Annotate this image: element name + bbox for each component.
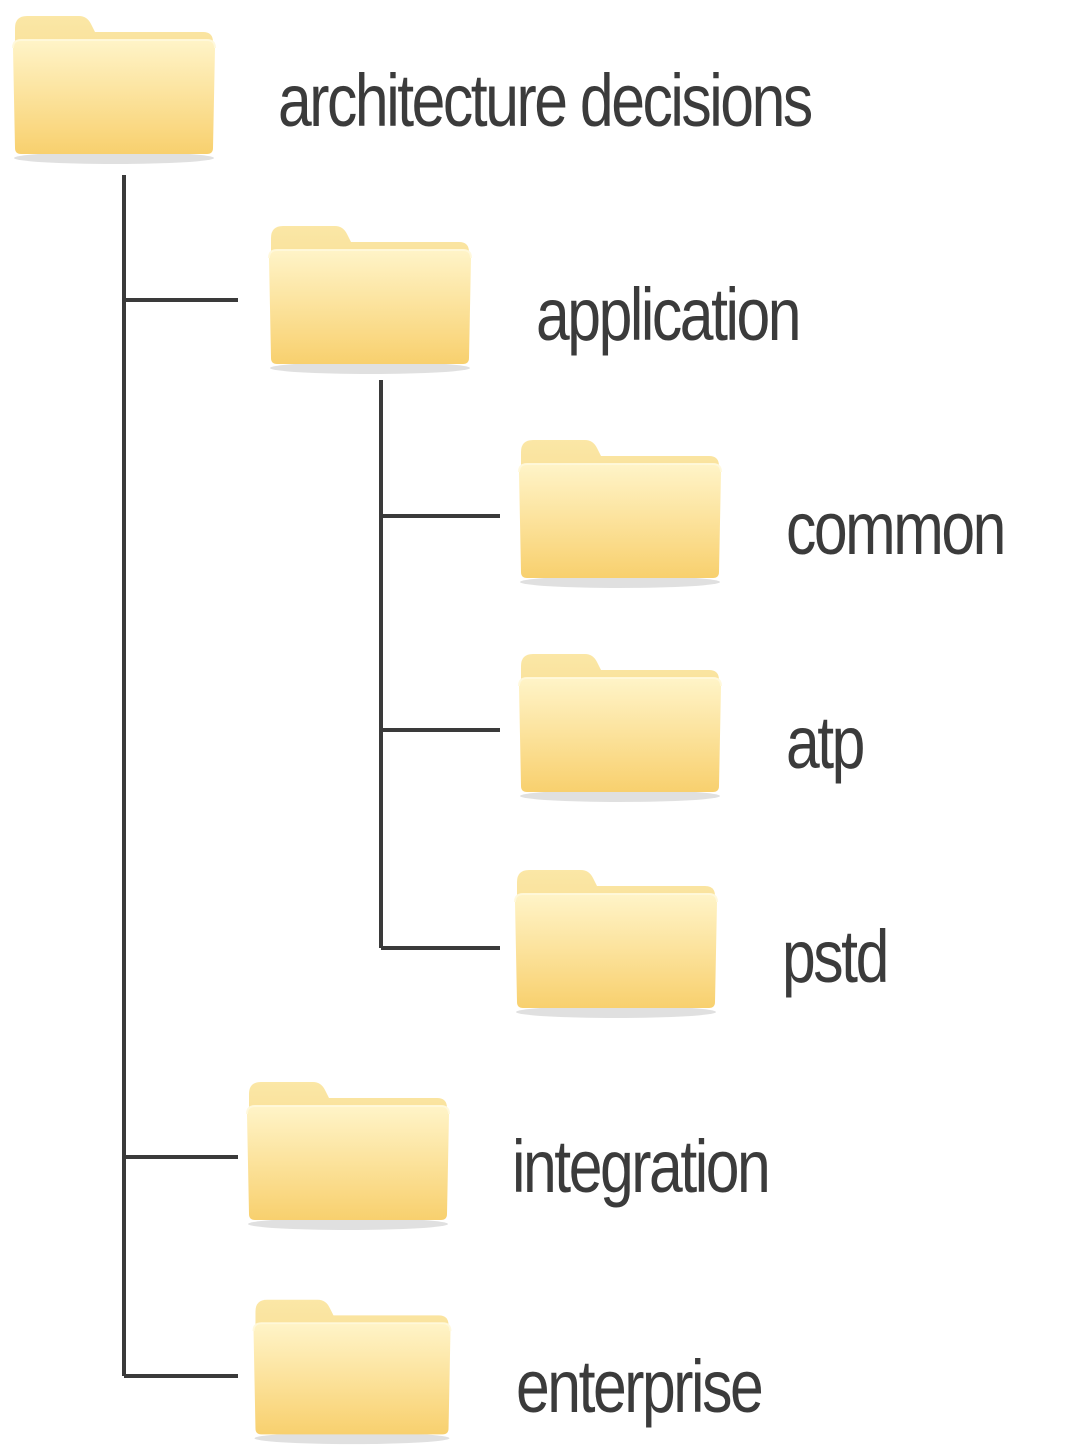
node-label-architecture-decisions: architecture decisions — [278, 59, 813, 142]
folder-icon — [512, 432, 728, 592]
folder-graphic — [252, 1299, 452, 1445]
node-label-common: common — [786, 487, 1006, 570]
folder-icon — [240, 1074, 456, 1234]
folder-graphic — [518, 440, 722, 588]
node-label-application: application — [536, 273, 802, 356]
folder-graphic — [518, 654, 722, 802]
node-label-integration: integration — [512, 1125, 771, 1208]
node-label-enterprise: enterprise — [516, 1345, 764, 1428]
folder-graphic — [514, 870, 718, 1018]
folder-icon — [508, 862, 724, 1022]
folder-icon — [244, 1292, 460, 1448]
folder-icon — [262, 218, 478, 378]
folder-graphic — [246, 1082, 450, 1230]
node-label-pstd: pstd — [782, 915, 889, 998]
folder-graphic — [12, 16, 216, 164]
folder-icon — [8, 8, 220, 168]
folder-graphic — [268, 226, 472, 374]
node-label-atp: atp — [786, 701, 865, 784]
folder-icon — [512, 646, 728, 806]
